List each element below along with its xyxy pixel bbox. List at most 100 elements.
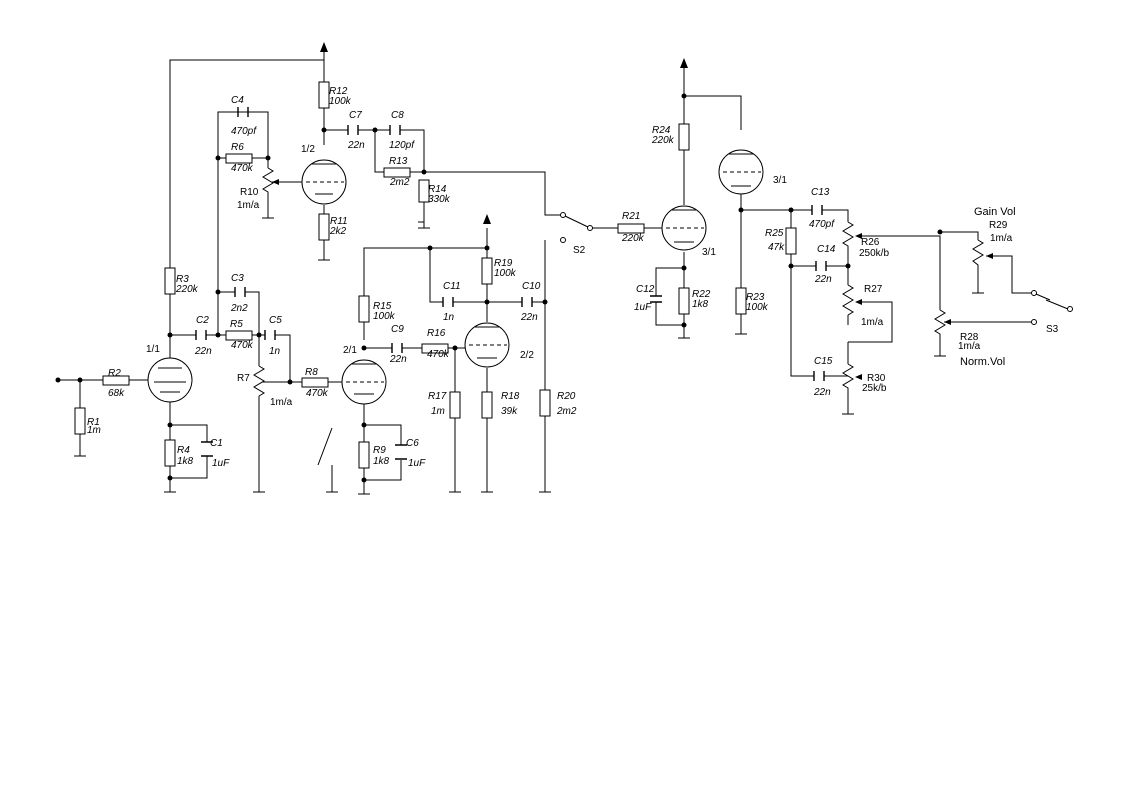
label-r29: R29	[989, 220, 1008, 231]
label-c2v: 22n	[194, 346, 212, 357]
label-gainvol: Gain Vol	[974, 206, 1016, 218]
label-r24v: 220k	[651, 135, 675, 146]
label-c10: C10	[522, 281, 541, 292]
label-c7v: 22n	[347, 140, 365, 151]
label-r27v: 1m/a	[861, 317, 884, 328]
label-v31b: 3/1	[773, 175, 787, 186]
label-c11v: 1n	[443, 312, 455, 323]
vacuum-tubes	[147, 149, 764, 405]
label-c5v: 1n	[269, 346, 281, 357]
label-r13: R13	[389, 156, 408, 167]
label-r20: R20	[557, 391, 576, 402]
label-c4v: 470pf	[231, 126, 257, 137]
label-r26: R26	[861, 237, 880, 248]
label-v11: 1/1	[146, 344, 160, 355]
label-r5v: 470k	[231, 340, 254, 351]
label-r6v: 470k	[231, 163, 254, 174]
supply-arrows	[320, 42, 688, 224]
label-r9: R9	[373, 445, 386, 456]
label-r23v: 100k	[746, 302, 769, 313]
label-v22: 2/2	[520, 350, 534, 361]
label-r11v: 2k2	[329, 226, 347, 237]
label-r15: R15	[373, 301, 392, 312]
label-r18: R18	[501, 391, 520, 402]
label-r7v: 1m/a	[270, 397, 293, 408]
label-r1: R1	[87, 417, 100, 428]
label-r24: R24	[652, 125, 671, 136]
label-r22v: 1k8	[692, 299, 709, 310]
label-r30v: 25k/b	[862, 383, 887, 394]
junction-dots	[55, 93, 943, 483]
resistors	[74, 81, 797, 469]
label-r4: R4	[177, 445, 190, 456]
label-r12: R12	[329, 86, 348, 97]
potentiometers	[253, 167, 993, 397]
label-c12: C12	[636, 284, 655, 295]
label-r29v: 1m/a	[990, 233, 1013, 244]
label-r30: R30	[867, 373, 886, 384]
label-s2: S2	[573, 245, 586, 256]
label-c3v: 2n2	[230, 303, 248, 314]
label-r16: R16	[427, 328, 446, 339]
label-r13v: 2m2	[389, 177, 410, 188]
label-r21: R21	[622, 211, 640, 222]
label-v12: 1/2	[301, 144, 315, 155]
label-v21: 2/1	[343, 345, 357, 356]
label-c6v: 1uF	[408, 458, 426, 469]
label-c10v: 22n	[520, 312, 538, 323]
label-s3: S3	[1046, 324, 1059, 335]
label-c1: C1	[210, 438, 223, 449]
label-r3: R3	[176, 274, 189, 285]
component-labels: R11mR268k1/1R3220kR41k8C11uFC222nC32n2R5…	[87, 86, 1059, 469]
label-r14v: 330k	[428, 194, 451, 205]
label-r23: R23	[746, 292, 765, 303]
label-r9v: 1k8	[373, 456, 390, 467]
label-c8v: 120pf	[389, 140, 415, 151]
label-v31a: 3/1	[702, 247, 716, 258]
label-c2: C2	[196, 315, 209, 326]
label-r3v: 220k	[175, 284, 199, 295]
label-r15v: 100k	[373, 311, 396, 322]
label-r16v: 470k	[427, 349, 450, 360]
label-r18v: 39k	[501, 406, 518, 417]
label-r2: R2	[108, 368, 121, 379]
capacitors	[195, 107, 827, 460]
label-r8v: 470k	[306, 388, 329, 399]
label-r28v: 1m/a	[958, 341, 981, 352]
label-r28: R28	[960, 332, 979, 343]
label-r21v: 220k	[621, 233, 645, 244]
schematic-wires	[58, 45, 1069, 495]
label-r8: R8	[305, 367, 318, 378]
label-c6: C6	[406, 438, 419, 449]
label-r10v: 1m/a	[237, 200, 260, 211]
label-c13: C13	[811, 187, 830, 198]
label-r26v: 250k/b	[859, 248, 889, 259]
label-c14: C14	[817, 244, 836, 255]
label-c5: C5	[269, 315, 282, 326]
label-c13v: 470pf	[809, 219, 835, 230]
label-r14: R14	[428, 184, 447, 195]
label-r5: R5	[230, 319, 243, 330]
label-r27: R27	[864, 284, 883, 295]
label-r17v: 1m	[431, 406, 445, 417]
label-c11: C11	[443, 281, 461, 292]
label-c9: C9	[391, 324, 404, 335]
label-r25: R25	[765, 228, 784, 239]
label-c3: C3	[231, 273, 244, 284]
label-r19: R19	[494, 258, 513, 269]
label-c7: C7	[349, 110, 362, 121]
label-r7: R7	[237, 373, 250, 384]
label-c4: C4	[231, 95, 244, 106]
label-r20v: 2m2	[556, 406, 577, 417]
label-c1v: 1uF	[212, 458, 230, 469]
label-r12v: 100k	[329, 96, 352, 107]
label-c8: C8	[391, 110, 404, 121]
label-c15v: 22n	[813, 387, 831, 398]
label-r22: R22	[692, 289, 711, 300]
label-c14v: 22n	[814, 274, 832, 285]
label-c12v: 1uF	[634, 302, 652, 313]
label-c9v: 22n	[389, 354, 407, 365]
label-r1v: 1m	[87, 425, 101, 436]
label-normvol: Norm.Vol	[960, 356, 1005, 368]
